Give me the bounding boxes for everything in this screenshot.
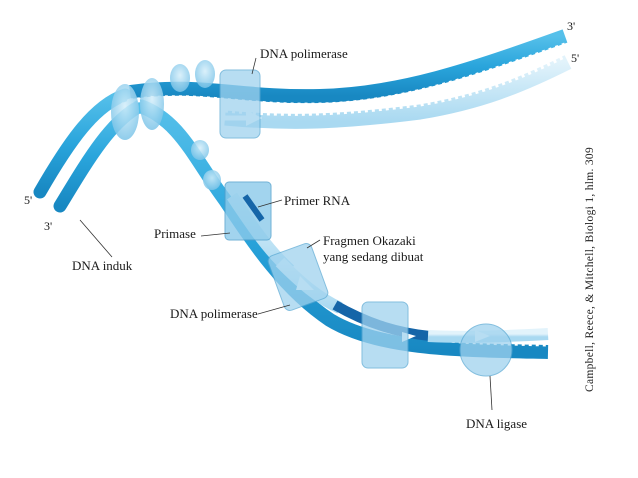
label-primer-rna: Primer RNA [284,193,351,208]
label-dna-polimerase-top: DNA polimerase [260,46,348,61]
end-left-3: 3' [44,219,52,233]
label-fragmen-okazaki-2: yang sedang dibuat [323,249,424,264]
end-top-right-5: 5' [571,51,579,65]
dna-ligase-enzyme [459,323,513,377]
label-primase: Primase [154,226,196,241]
source-credit: Campbell, Reece, & Mitchell, Biologi 1, … [584,147,596,392]
label-fragmen-okazaki-1: Fragmen Okazaki [323,233,416,248]
end-left-5: 5' [24,193,32,207]
helicase-proteins [111,60,221,190]
label-dna-ligase: DNA ligase [466,416,527,431]
leading-parent-strand [129,29,568,108]
label-dna-polimerase-bottom: DNA polimerase [170,306,258,321]
dna-polymerase-bottom-enzyme [267,243,329,311]
label-dna-induk: DNA induk [72,258,133,273]
primase-enzyme [224,181,272,241]
leader-lines [79,57,493,411]
dna-polymerase-top-enzyme [219,69,261,139]
dna-polymerase-lagging-enzyme [361,301,409,369]
end-top-right-3: 3' [567,19,575,33]
